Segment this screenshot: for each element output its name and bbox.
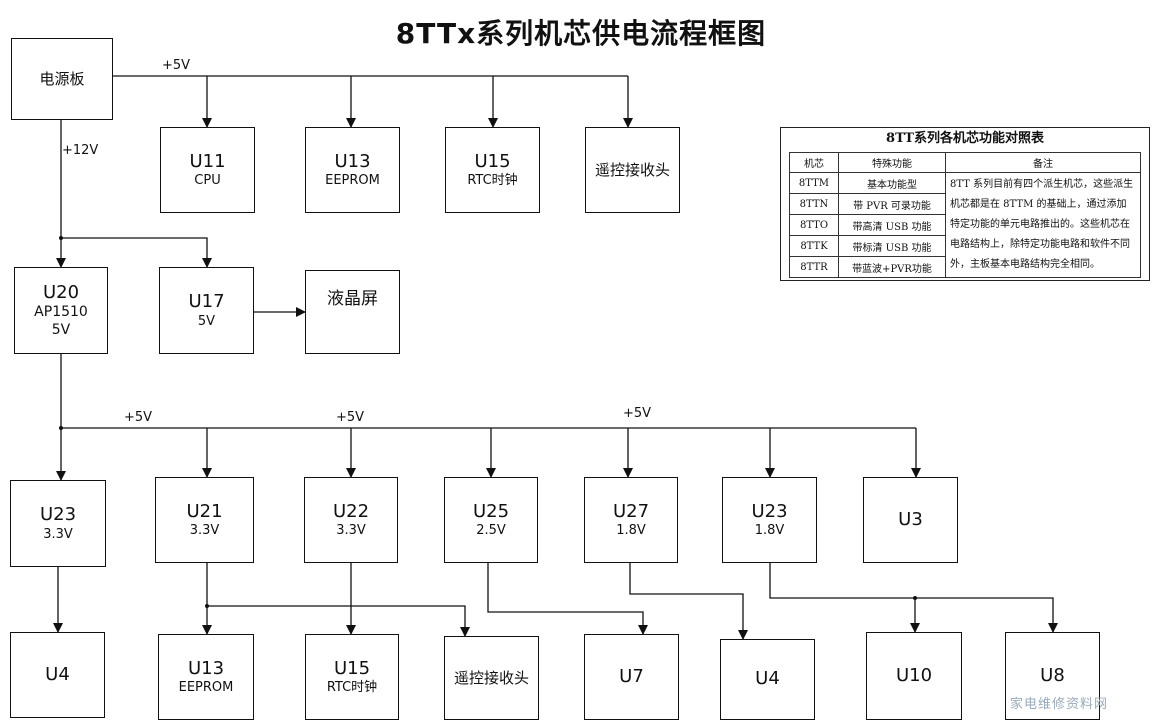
table-header-feature: 特殊功能: [838, 152, 946, 173]
u27-box: U27 1.8V: [584, 477, 678, 563]
u13-top-box: U13 EEPROM: [305, 127, 400, 213]
table-header-note: 备注: [945, 152, 1141, 173]
u8-label: U8: [1040, 664, 1065, 686]
u15-bottom-sub: RTC时钟: [326, 680, 378, 696]
u23a-box: U23 3.3V: [10, 480, 106, 567]
u17-name: U17: [188, 291, 225, 313]
u27-name: U27: [612, 500, 650, 522]
table-cell-chassis: 8TTR: [789, 256, 839, 278]
u23a-sub: 3.3V: [43, 526, 73, 542]
table-row: 8TTK 带标清 USB 功能: [789, 235, 1141, 257]
u17-box: U17 5V: [159, 267, 254, 354]
ir-receiver-bottom-label: 遥控接收头: [453, 668, 529, 687]
power-board-box: 电源板: [11, 38, 113, 120]
rail-label-12v: +12V: [62, 143, 99, 158]
u20-sub: AP1510: [34, 304, 88, 321]
table-cell-chassis: 8TTO: [789, 214, 839, 236]
u13-bottom-sub: EEPROM: [178, 680, 234, 696]
power-board-label: 电源板: [39, 69, 85, 88]
u23a-name: U23: [39, 504, 77, 526]
table-cell-feature: 带蓝波+PVR功能: [838, 256, 946, 278]
lcd-box: 液晶屏: [305, 270, 400, 354]
u11-box: U11 CPU: [160, 127, 255, 213]
u8-box: U8: [1005, 632, 1100, 720]
rail-label-5v-a: +5V: [124, 410, 153, 425]
u15-top-box: U15 RTC时钟: [445, 127, 540, 213]
u3-box: U3: [863, 477, 958, 563]
u25-sub: 2.5V: [476, 523, 506, 539]
u21-name: U21: [186, 500, 223, 522]
table-title: 8TT系列各机芯功能对照表: [886, 131, 1044, 146]
u4b-box: U4: [720, 639, 815, 720]
u23b-sub: 1.8V: [754, 523, 785, 539]
u21-box: U21 3.3V: [155, 477, 254, 563]
u15-top-name: U15: [474, 150, 511, 172]
rail-label-5v-top: +5V: [162, 58, 191, 73]
ir-receiver-bottom-box: 遥控接收头: [444, 636, 539, 720]
u23b-box: U23 1.8V: [722, 477, 817, 563]
u13-bottom-name: U13: [187, 657, 225, 679]
rail-label-5v-b: +5V: [336, 410, 365, 425]
ir-receiver-top-box: 遥控接收头: [585, 127, 680, 213]
u25-name: U25: [472, 500, 510, 522]
u13-top-sub: EEPROM: [325, 173, 380, 189]
ir-receiver-top-label: 遥控接收头: [594, 160, 670, 179]
u11-name: U11: [189, 150, 226, 172]
table-row: 8TTN 带 PVR 可录功能: [789, 193, 1141, 215]
table-note: 8TT 系列目前有四个派生机芯，这些派生机芯都是在 8TTM 的基础上，通过添加…: [945, 172, 1141, 278]
u20-box: U20 AP1510 5V: [14, 267, 108, 354]
table-cell-feature: 带高清 USB 功能: [838, 214, 946, 236]
u7-label: U7: [619, 665, 644, 687]
u10-box: U10: [866, 632, 962, 720]
u15-bottom-name: U15: [333, 657, 371, 679]
u15-top-sub: RTC时钟: [467, 173, 518, 189]
rail-label-5v-c: +5V: [623, 406, 652, 421]
u21-sub: 3.3V: [189, 523, 220, 539]
page-title: 8TTx系列机芯供电流程框图: [395, 17, 767, 50]
u17-sub: 5V: [197, 313, 216, 329]
u27-sub: 1.8V: [616, 523, 646, 539]
u4a-label: U4: [45, 663, 70, 685]
u20-name: U20: [42, 281, 80, 303]
u20-sub2: 5V: [51, 321, 71, 338]
lcd-label: 液晶屏: [327, 289, 378, 309]
u22-box: U22 3.3V: [304, 477, 398, 563]
table-cell-chassis: 8TTK: [789, 235, 839, 257]
table-cell-feature: 带标清 USB 功能: [838, 235, 946, 257]
table-row: 8TTR 带蓝波+PVR功能: [789, 256, 1141, 278]
u22-name: U22: [332, 500, 370, 522]
u22-sub: 3.3V: [336, 523, 366, 539]
table-cell-chassis: 8TTM: [789, 172, 839, 194]
u4a-box: U4: [10, 632, 105, 718]
table-cell-chassis: 8TTN: [789, 193, 839, 215]
u4b-label: U4: [755, 668, 780, 690]
u7-box: U7: [584, 634, 679, 720]
u15-bottom-box: U15 RTC时钟: [305, 634, 399, 720]
u10-label: U10: [895, 664, 933, 686]
u25-box: U25 2.5V: [444, 477, 538, 563]
table-row: 8TTM 基本功能型 8TT 系列目前有四个派生机芯，这些派生机芯都是在 8TT…: [789, 172, 1141, 278]
table-header-chassis: 机芯: [789, 152, 839, 173]
table-cell-feature: 带 PVR 可录功能: [838, 193, 946, 215]
u3-label: U3: [898, 508, 923, 530]
u13-bottom-box: U13 EEPROM: [158, 634, 254, 720]
table-cell-feature: 基本功能型: [838, 172, 946, 194]
u23b-name: U23: [751, 500, 788, 522]
function-comparison-table: 8TT系列各机芯功能对照表 机芯 特殊功能 备注 8TTM 基本功能型 8TT …: [780, 127, 1150, 281]
u11-sub: CPU: [194, 173, 221, 189]
u13-top-name: U13: [334, 150, 371, 172]
watermark: 家电维修资料网: [1010, 697, 1109, 712]
